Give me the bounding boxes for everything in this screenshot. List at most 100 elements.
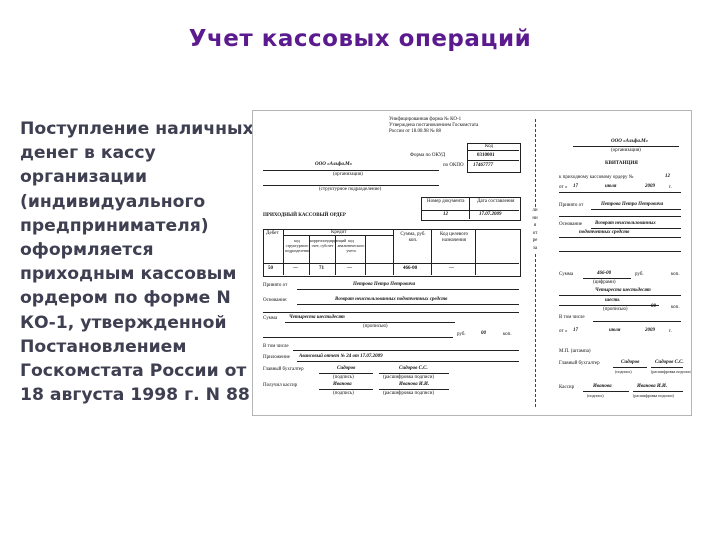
stub-basis-line2: подотчетных средств [579, 230, 630, 235]
chief-accountant-label: Главный бухгалтер [263, 367, 304, 372]
stub-cashier-name: Иванова И.И. [637, 384, 668, 389]
stub-kop-label: коп. [671, 272, 680, 277]
attachment: Авансовый отчет № 24 от 17.07.2009 [299, 354, 383, 359]
stub-order-number: 12 [665, 174, 670, 179]
form-approval-line2: Утверждена постановлением Госкомстата [389, 123, 479, 128]
stub-year-suffix: г. [669, 185, 672, 190]
doc-date-label: Дата составления [477, 199, 515, 204]
stub-org-caption: (организация) [611, 148, 641, 153]
sum-label: Сумма [263, 316, 278, 321]
stub-basis-line1: Возврат неиспользованных [595, 221, 656, 226]
stub-kop-value: 00 [651, 304, 656, 309]
doc-title: ПРИХОДНЫЙ КАССОВЫЙ ОРДЕР [263, 213, 346, 218]
stub-receipt-title: КВИТАНЦИЯ [605, 161, 638, 166]
stub-chief-signature: Сидоров [621, 360, 640, 365]
stub-to-order-label: к приходному кассовому ордеру № [559, 175, 634, 180]
credit-label: Кредит [331, 230, 347, 235]
stub-org: ООО «Альфа.М» [611, 139, 649, 144]
unit-value: — [293, 266, 298, 271]
unit-caption: (структурное подразделение) [319, 187, 382, 192]
slide-title: Учет кассовых операций [188, 26, 532, 52]
stub-words-caption: (прописью) [603, 307, 628, 312]
stub-chief-name: Сидоров С.С. [655, 360, 684, 365]
cut-line-label: линия отреза [532, 207, 538, 253]
accounting-table [263, 229, 521, 277]
stub-stamp-label: М.П. (штампа) [559, 349, 591, 354]
sum-value: 466-00 [403, 266, 418, 271]
okpo-code: 17467777 [473, 163, 493, 168]
stub-rub-label: руб. [635, 272, 644, 277]
stub-received-from-label: Принято от [559, 203, 584, 208]
col-corr-account: корреспондирующий счет, субсчет [310, 238, 347, 248]
stub-sum-digits: 466-00 [597, 271, 612, 276]
doc-number: 12 [443, 212, 448, 217]
chief-signature: Сидоров [337, 366, 356, 371]
org-name: ООО «Альфа.М» [315, 162, 353, 167]
stub-including-label: В том числе [559, 315, 585, 320]
stub-digits-caption: (цифрами) [593, 280, 616, 285]
cashier-name: Иванова И.И. [399, 382, 430, 387]
form-approval-line3: России от 18.08.98 № 88 [389, 129, 441, 134]
col-unit-code: код структурного подразделения [285, 238, 311, 253]
debit-value: 50 [268, 266, 273, 271]
rub-label: руб. [457, 332, 466, 337]
stub-cashier-decoding-caption: (расшифровка подписи) [633, 393, 674, 398]
stub-sum-label: Сумма [559, 272, 574, 277]
okpo-label: по ОКПО [443, 163, 464, 168]
stub-received-from: Петрова Петра Петровича [601, 202, 664, 207]
cashier-label: Получил кассир [263, 383, 298, 388]
col-sum: Сумма, руб. коп. [400, 232, 426, 243]
cashier-decoding-caption: (расшифровка подписи) [383, 391, 435, 396]
cut-line-dash [535, 119, 536, 407]
stub-date-month: июля [609, 328, 621, 333]
stub-chief-signature-caption: (подпись) [615, 369, 632, 374]
slide-body-text: Поступление наличных денег в кассу орган… [20, 119, 254, 406]
stub-from-label: от « [559, 185, 568, 190]
stub-cashier-signature-caption: (подпись) [587, 393, 604, 398]
col-purpose: Код целевого назначения [439, 232, 469, 243]
stub-kop-label-2: коп. [671, 305, 680, 310]
code-box [467, 143, 521, 173]
okud-label: Форма по ОКУД [410, 153, 446, 158]
cashier-signature-caption: (подпись) [333, 391, 354, 396]
doc-date: 17.07.2009 [479, 212, 502, 217]
chief-signature-caption: (подпись) [333, 375, 354, 380]
basis: Возврат неиспользованных подотчетных сре… [335, 297, 448, 302]
col-analytic: код аналитического учета [337, 238, 365, 253]
received-from: Петрова Петра Петровича [353, 282, 416, 287]
stub-date-day: 17 [573, 328, 578, 333]
stub-cashier-signature: Иванова [593, 384, 612, 389]
including-label: В том числе [263, 344, 289, 349]
account-value: 71 [319, 266, 324, 271]
stub-chief-decoding-caption: (расшифровка подписи) [651, 369, 692, 374]
stub-date-year-suffix: г. [669, 329, 672, 334]
kop-value: 00 [481, 331, 486, 336]
stub-words-line2: шесть [605, 298, 620, 303]
stub-day: 17 [573, 184, 578, 189]
cash-receipt-order-form: Унифицированная форма № КО-1 Утверждена … [252, 110, 692, 416]
stub-date-from-label: от « [559, 329, 568, 334]
debit-label: Дебет [266, 231, 279, 236]
stub-date-year: 2009 [645, 328, 655, 333]
basis-label: Основание: [263, 298, 288, 303]
org-caption: (организация) [333, 172, 363, 177]
stub-basis-label: Основание [559, 222, 583, 227]
stub-month: июля [605, 184, 617, 189]
stub-year: 2009 [645, 184, 655, 189]
sum-words-caption: (прописью) [363, 324, 388, 329]
sum-words: Четыреста шестьдесят [289, 315, 345, 320]
stub-cashier-label: Кассир [559, 385, 575, 390]
stub-words-line1: Четыреста шестьдесят [595, 288, 651, 293]
kop-label: коп. [503, 332, 512, 337]
cashier-signature: Иванова [333, 382, 352, 387]
analytic-value: — [347, 266, 352, 271]
purpose-value: — [449, 266, 454, 271]
code-label: Код [485, 144, 493, 149]
received-from-label: Принято от [263, 283, 288, 288]
chief-decoding-caption: (расшифровка подписи) [383, 375, 435, 380]
stub-chief-label: Главный бухгалтер [559, 361, 600, 366]
okud-code: 0310001 [477, 153, 495, 158]
form-approval-line1: Унифицированная форма № КО-1 [389, 117, 462, 122]
doc-number-label: Номер документа [427, 199, 465, 204]
